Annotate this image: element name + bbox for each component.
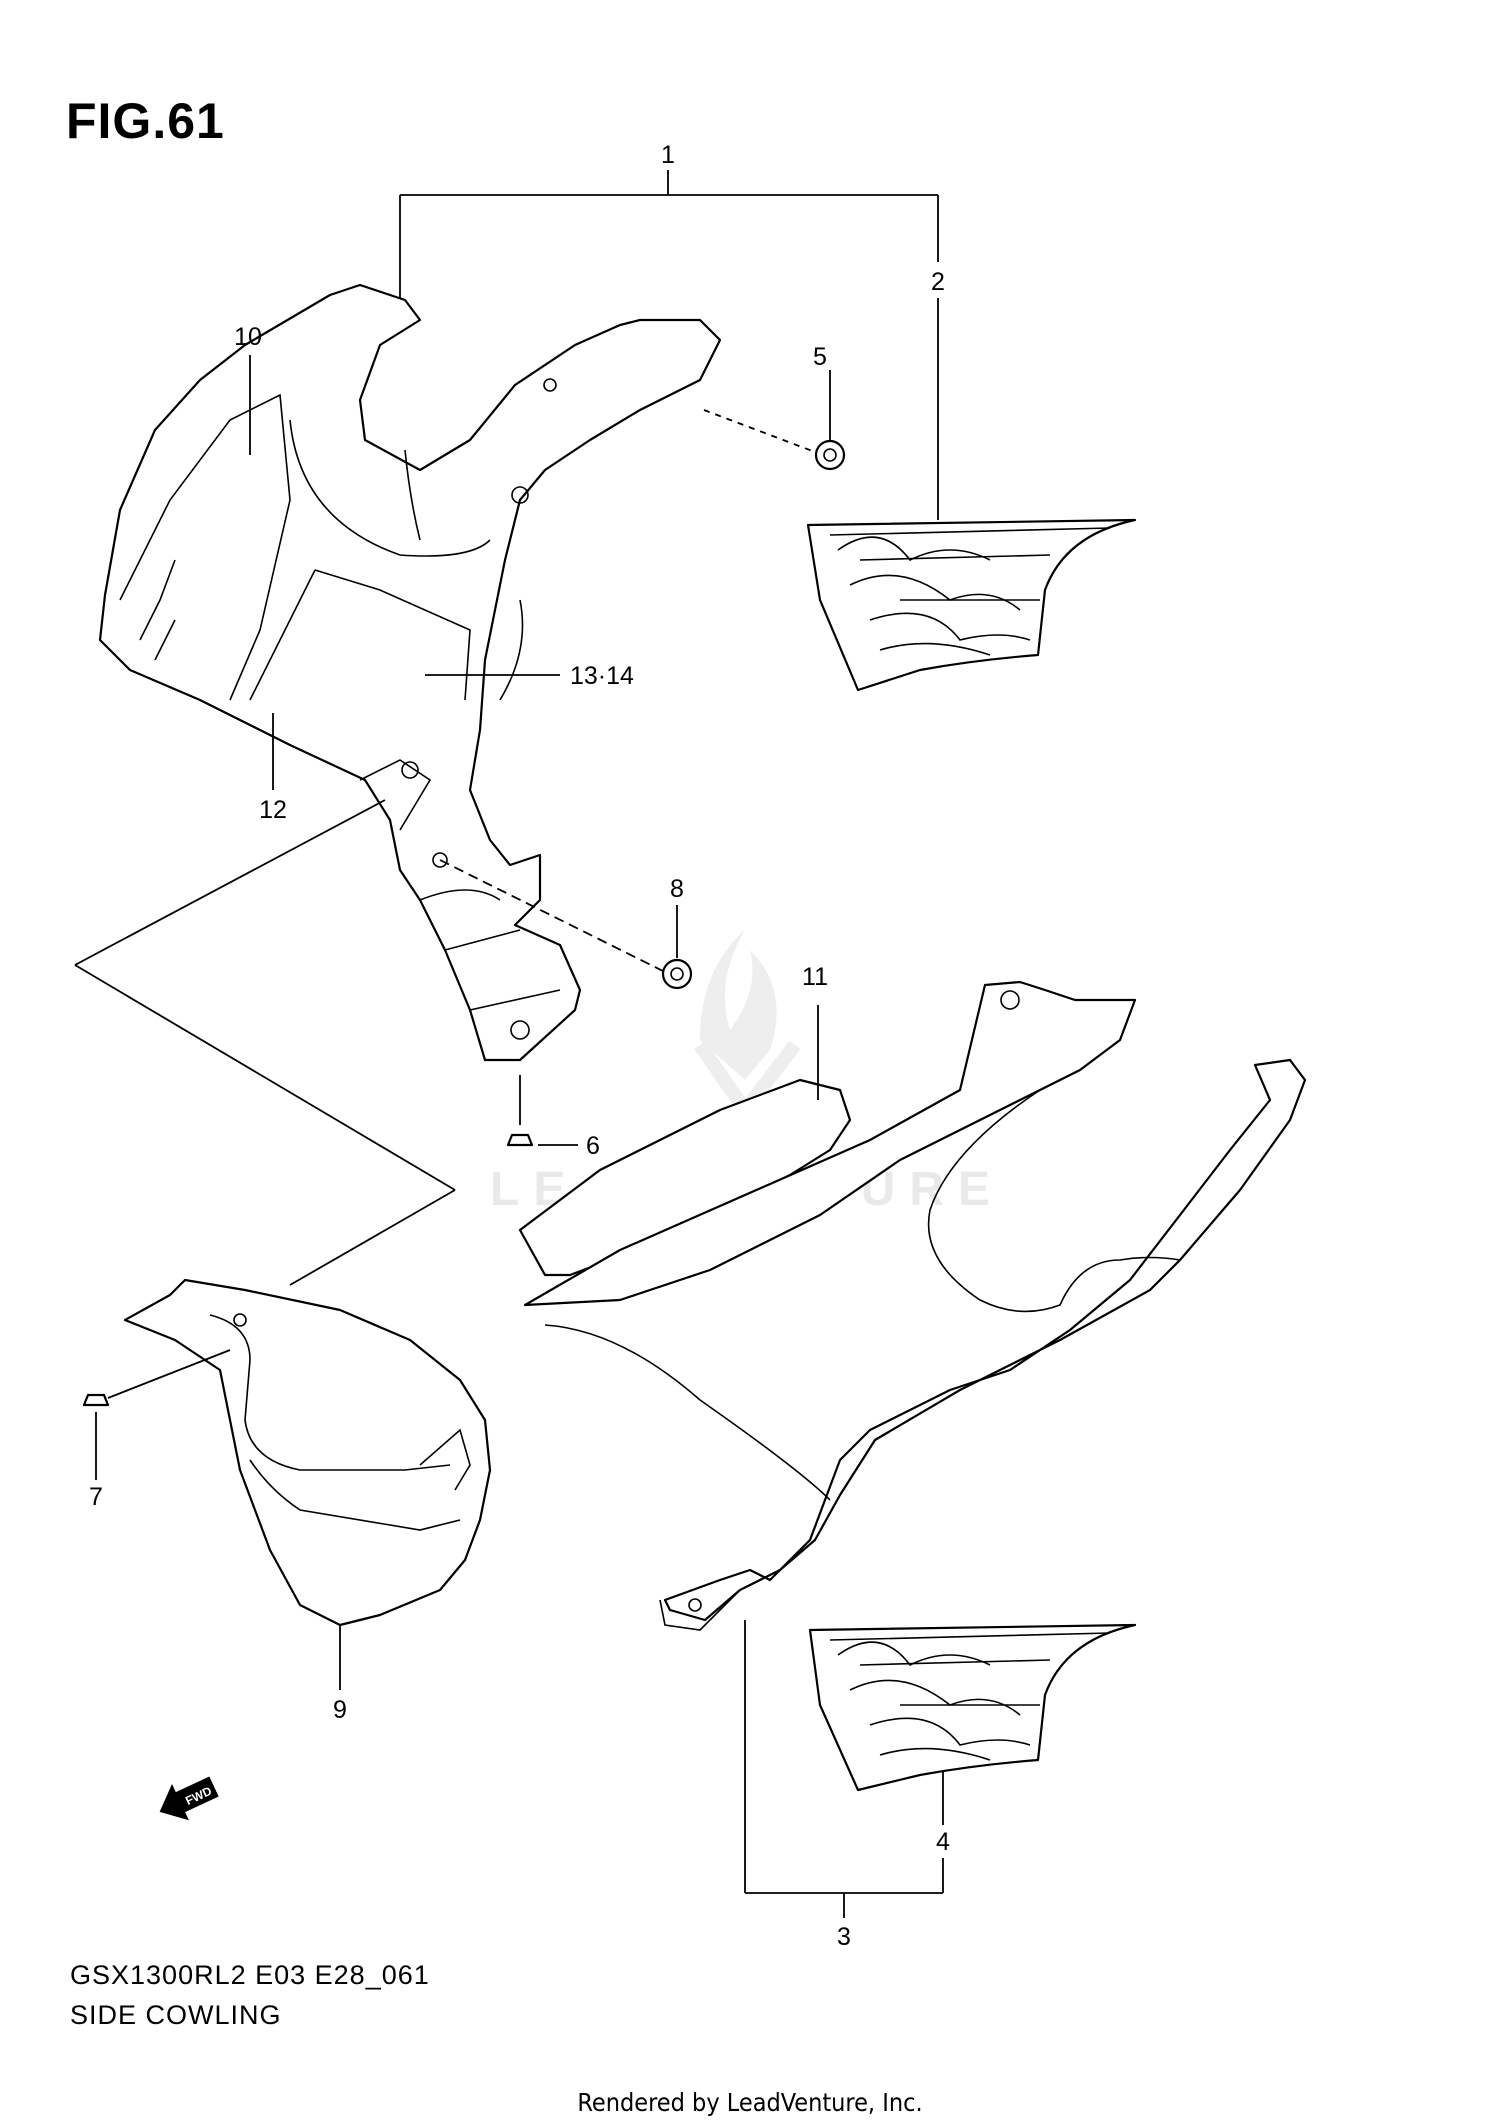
callout-12: 12	[259, 796, 287, 824]
callout-labels: 1 2 3 4 5 6 7 8 9 10 11 12 13·14	[89, 141, 950, 1951]
callout-10: 10	[234, 323, 262, 351]
decal-lower	[808, 1623, 1137, 1792]
grommet-8	[661, 958, 693, 990]
bracket-3	[744, 1620, 944, 1918]
leader-lines	[95, 355, 831, 1690]
callout-13-14: 13·14	[570, 662, 634, 690]
inner-panel	[98, 283, 722, 1062]
render-credit: Rendered by LeadVenture, Inc.	[577, 2088, 923, 2117]
callout-4: 4	[936, 1828, 950, 1856]
lower-cowling	[518, 980, 1307, 1631]
screw-7	[82, 1393, 110, 1407]
callout-9: 9	[333, 1696, 347, 1724]
assembly-lines	[74, 409, 816, 1399]
callout-1: 1	[661, 141, 675, 169]
decal-upper	[806, 518, 1137, 692]
callout-3: 3	[837, 1923, 851, 1951]
grommet-5	[814, 439, 846, 471]
inner-cowling-lower	[123, 1278, 492, 1627]
screw-6	[506, 1075, 534, 1147]
callout-5: 5	[813, 343, 827, 371]
callout-8: 8	[670, 875, 684, 903]
callout-7: 7	[89, 1483, 103, 1511]
callout-2: 2	[931, 268, 945, 296]
callout-6: 6	[586, 1132, 600, 1160]
section-name: SIDE COWLING	[70, 2000, 282, 2030]
model-code: GSX1300RL2 E03 E28_061	[70, 1960, 430, 1990]
callout-11: 11	[802, 963, 828, 991]
figure-title: FIG.61	[66, 93, 225, 149]
fwd-arrow: FWD	[159, 1776, 219, 1821]
